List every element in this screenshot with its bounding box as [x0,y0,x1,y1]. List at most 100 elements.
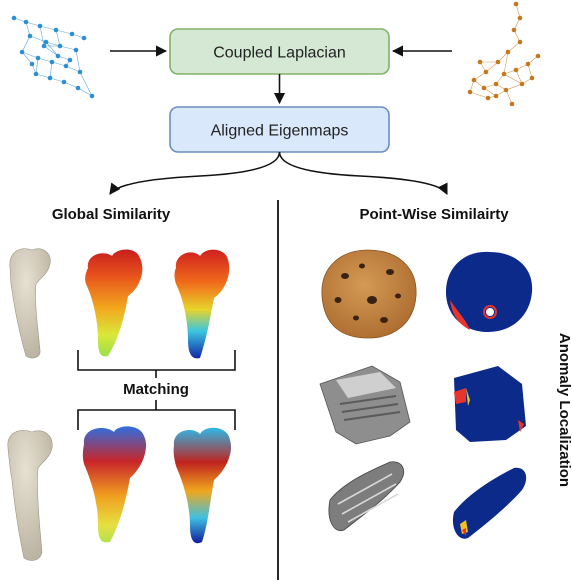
coupled-laplacian-label: Coupled Laplacian [213,45,346,62]
graph-node [493,81,499,87]
femur-shape-bottom [7,430,53,561]
arrow-eigenmaps-to-global [109,151,281,195]
graph-edge [505,83,523,91]
graph-node [511,27,517,33]
graph-edge [59,45,77,51]
graph-node [63,63,69,69]
graph-node [513,1,519,7]
graph-edge [51,61,67,67]
graph-node [529,75,535,81]
graph-node [503,87,509,93]
graph-node [33,71,39,77]
graph-edge [507,41,521,53]
graph-edge [35,57,39,75]
femur-heatmap-2 [174,249,230,359]
graph-node [35,55,41,61]
graph-node [61,79,67,85]
graph-node [481,85,487,91]
graph-edge [49,77,65,83]
graph-edge [473,71,487,81]
graph-edge [21,35,31,53]
aligned-eigenmaps-box: Aligned Eigenmaps [169,106,390,153]
screw-anomaly-map [454,366,526,442]
graph-node [505,49,511,55]
graph-edge [483,87,497,97]
graph-node [467,89,473,95]
aligned-eigenmaps-label: Aligned Eigenmaps [211,123,349,140]
graph-node [47,75,53,81]
graph-node [483,69,489,75]
screw-image [319,365,411,445]
graph-node [485,95,491,101]
graph-node [501,71,507,77]
graph-node [11,15,17,21]
graph-edge [63,81,79,89]
coupled-laplacian-box: Coupled Laplacian [169,28,390,75]
graph-edge [21,51,39,59]
right-point-graph-image [467,1,541,107]
graph-node [495,59,501,65]
graph-node [493,93,499,99]
graph-node [73,47,79,53]
cookie-anomaly-map [446,251,533,332]
graph-edge [49,61,53,79]
graph-node [89,93,95,99]
graph-node [535,53,541,59]
left-point-graph-image [11,15,95,99]
rope-anomaly-map [452,467,527,539]
graph-node [57,43,63,49]
graph-node [43,39,49,45]
graph-node [513,67,519,73]
femur-heatmap-4 [173,427,232,544]
graph-edge [43,45,59,57]
graph-node [29,61,35,67]
graph-node [525,61,531,67]
graph-node [517,39,523,45]
graph-edge [37,57,53,63]
graph-node [517,15,523,21]
graph-node [81,35,87,41]
femur-heatmap-3 [82,426,147,543]
graph-node [55,53,61,59]
graph-edge [25,21,41,27]
graph-edge [503,51,509,75]
graph-edge [45,41,59,57]
graph-node [49,59,55,65]
graph-edge [79,71,93,97]
graph-edge [485,61,499,73]
graph-edge [77,87,93,97]
graph-edge [39,25,45,47]
graph-edge [29,35,47,43]
graph-node [509,101,515,107]
graph-edge [469,91,489,99]
graph-edge [515,3,521,19]
graph-edge [55,29,73,35]
graph-node [69,31,75,37]
cookie-image [321,249,417,339]
graph-edge [21,51,33,65]
graph-node [77,69,83,75]
graph-node [53,27,59,33]
graph-edge [65,65,81,73]
graph-node [37,23,43,29]
graph-edge [503,73,523,85]
graph-edge [497,51,509,63]
graph-edge [35,73,51,79]
graph-edge [527,63,533,79]
point-wise-similarity-heading: Point-Wise Similairty [359,206,509,223]
graph-node [75,85,81,91]
graph-edge [45,41,61,47]
graph-edge [55,29,61,47]
rope-image [328,461,404,532]
graph-edge [75,49,81,73]
graph-edge [515,69,523,85]
graph-node [41,43,47,49]
graph-node [477,59,483,65]
arrow-eigenmaps-to-pointwise [278,151,448,196]
femur-shape-top [9,248,51,359]
graph-edge [25,21,31,37]
graph-node [27,33,33,39]
anomaly-localization-label: Anomaly Localization [556,333,572,487]
matching-label: Matching [123,381,189,398]
